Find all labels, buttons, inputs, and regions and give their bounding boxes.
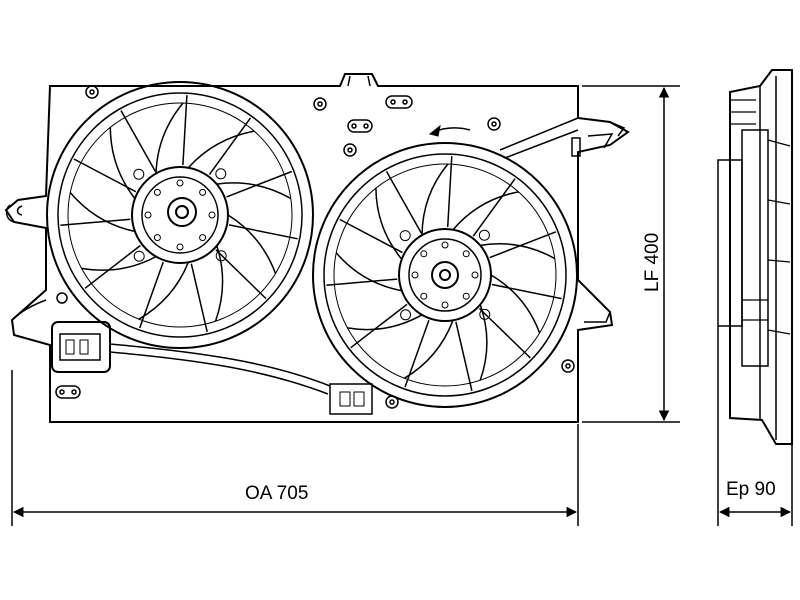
shroud-outline	[4, 73, 630, 423]
front-view	[4, 73, 630, 423]
fan-blade	[227, 214, 277, 274]
depth-dimension-label: Ep 90	[726, 479, 776, 500]
hub-hole	[144, 211, 152, 219]
left-fan	[46, 81, 314, 349]
fan-blade	[375, 188, 403, 260]
dimension-lines	[11, 85, 793, 526]
fan-spoke	[215, 249, 267, 300]
fan-blade	[187, 130, 255, 169]
fan-blade	[335, 252, 402, 292]
fan-spoke	[120, 110, 157, 172]
hub-hole	[471, 271, 479, 279]
fan-blade	[69, 192, 136, 233]
fan-blade	[490, 274, 541, 334]
fan-blade	[347, 314, 423, 331]
fan-blade	[452, 191, 519, 231]
fan-blade	[479, 304, 488, 381]
fan-spoke	[385, 171, 423, 234]
motor-mount-hole	[400, 309, 412, 321]
fan-spoke	[226, 170, 293, 198]
fan-blade	[403, 320, 454, 379]
fan-blade	[109, 127, 136, 200]
right-fan	[312, 142, 578, 408]
fan-blade	[421, 163, 449, 236]
hub-hole	[153, 188, 161, 196]
fan-blade	[155, 102, 184, 174]
fan-spoke	[455, 321, 473, 392]
fan-spoke	[404, 319, 430, 388]
motor-mount-hole	[478, 229, 490, 241]
fan-spoke	[446, 156, 453, 228]
fan-spoke	[228, 224, 298, 240]
fan-spoke	[350, 303, 408, 349]
hub-hole	[462, 250, 470, 258]
fan-blade	[216, 182, 292, 200]
hub-hole	[441, 301, 449, 309]
fan-blade	[138, 262, 189, 320]
fan-spoke	[491, 283, 562, 300]
hub-hole	[153, 234, 161, 242]
motor-mount-hole	[215, 168, 227, 180]
motor-mount-hole	[479, 308, 491, 320]
motor-mount-hole	[133, 168, 145, 180]
hub-hole	[208, 211, 216, 219]
hub-hole	[441, 241, 449, 249]
side-view	[717, 69, 793, 445]
hub-hole	[462, 292, 470, 300]
dimension-labels: OA 705 LF 400 Ep 90	[245, 233, 776, 504]
fan-spoke	[190, 263, 208, 333]
fan-spoke	[489, 231, 557, 259]
hub-hole	[176, 243, 184, 251]
fan-spoke	[182, 95, 188, 166]
hub-hole	[176, 179, 184, 187]
hub-hole	[411, 271, 419, 279]
fan-spoke	[138, 261, 164, 329]
hub-hole	[420, 250, 428, 258]
mounting-holes	[55, 85, 581, 409]
motor-mount-hole	[215, 250, 227, 262]
fan-spoke	[326, 278, 398, 286]
motor-mount-hole	[399, 230, 411, 242]
height-dimension-label: LF 400	[642, 233, 663, 292]
fan-spoke	[339, 218, 403, 254]
fan-spoke	[478, 307, 531, 359]
hub-hole	[199, 188, 207, 196]
motor-mount-hole	[133, 250, 145, 262]
fan-spoke	[73, 158, 137, 193]
width-dimension-label: OA 705	[245, 483, 308, 504]
electrical-connector	[51, 321, 373, 415]
hub-hole	[420, 292, 428, 300]
fan-spoke	[472, 178, 516, 237]
fan-spoke	[84, 244, 141, 289]
fan-blade	[81, 255, 157, 271]
fan-spoke	[208, 117, 252, 176]
hub-hole	[199, 234, 207, 242]
fan-spoke	[60, 218, 131, 227]
